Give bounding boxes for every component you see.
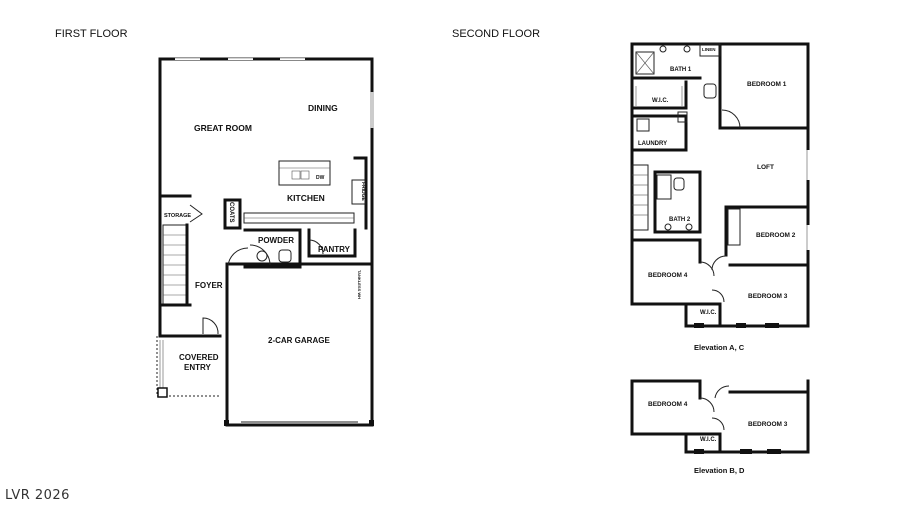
label-storage: STORAGE [164,213,191,219]
label-bd-bedroom3: BEDROOM 3 [748,421,788,428]
label-great-room: GREAT ROOM [194,123,252,133]
label-wic-primary: W.I.C. [652,98,669,104]
label-bd-bedroom4: BEDROOM 4 [648,401,688,408]
label-covered: COVERED [179,353,219,362]
watermark: LVR 2026 [5,488,70,503]
label-kitchen: KITCHEN [287,193,325,203]
second-floor-plan: LINEN BATH 1 BEDROOM 1 W.I.C. LAUNDRY LO… [630,42,810,328]
elevation-bd-plan: BEDROOM 4 BEDROOM 3 W.I.C. [630,379,810,454]
label-wic: W.I.C. [700,310,717,316]
label-fridge: FRIDGE [360,182,366,202]
label-coats: COATS [228,202,234,223]
label-bath2: BATH 2 [669,217,691,223]
label-loft: LOFT [757,164,774,171]
caption-elevation-bd: Elevation B, D [694,466,745,475]
label-tankless-wh: TANKLESS WH [357,270,362,299]
label-bath1: BATH 1 [670,67,692,73]
label-dw: DW [316,175,325,181]
label-linen: LINEN [702,47,716,52]
label-dining: DINING [308,103,338,113]
label-bedroom2: BEDROOM 2 [756,232,796,239]
label-entry: ENTRY [184,363,211,372]
first-floor-plan: GREAT ROOM DINING KITCHEN DW FRIDGE COAT… [156,57,374,427]
label-bedroom3: BEDROOM 3 [748,293,788,300]
caption-elevation-ac: Elevation A, C [694,343,745,352]
label-garage: 2-CAR GARAGE [268,336,330,345]
first-floor-heading: FIRST FLOOR [55,28,128,40]
label-laundry: LAUNDRY [638,141,667,147]
second-floor-heading: SECOND FLOOR [452,28,540,40]
label-pantry: PANTRY [318,245,351,254]
label-bd-wic: W.I.C. [700,437,717,443]
label-bedroom4: BEDROOM 4 [648,272,688,279]
label-foyer: FOYER [195,281,223,290]
label-powder: POWDER [258,236,294,245]
label-bedroom1: BEDROOM 1 [747,81,787,88]
